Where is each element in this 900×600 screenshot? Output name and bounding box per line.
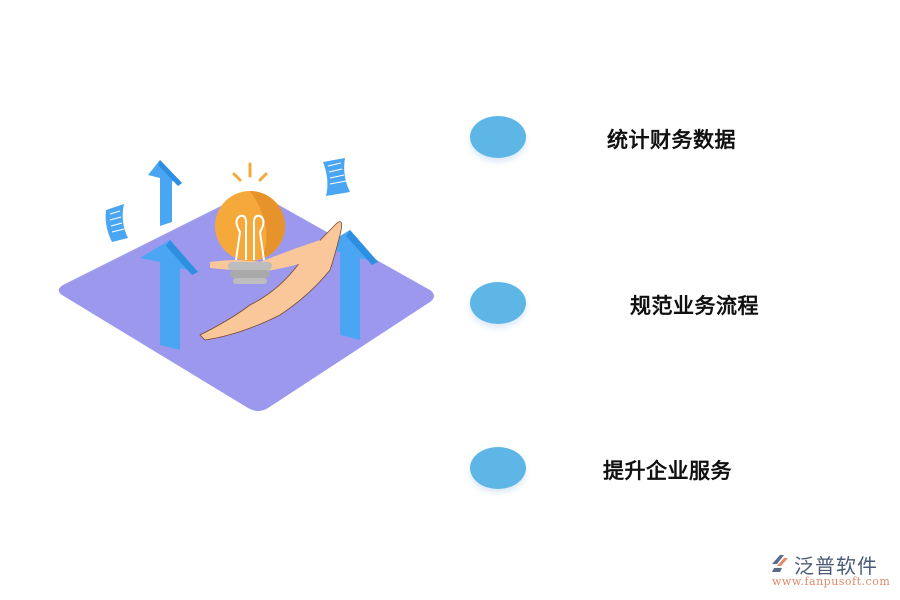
arrow-up-icon — [148, 160, 182, 226]
document-icon — [323, 158, 350, 196]
item-label: 统计财务数据 — [607, 128, 736, 152]
brand-logo: 泛普软件 www.fanpusoft.com — [770, 550, 895, 595]
item-label: 提升企业服务 — [603, 459, 732, 483]
light-bulb-icon — [215, 162, 286, 284]
list-item: 规范业务流程 — [470, 282, 870, 326]
arrow-up-icon — [320, 230, 378, 340]
list-item: 统计财务数据 — [470, 116, 870, 160]
logo-name: 泛普软件 — [794, 554, 878, 578]
bullet-dot — [470, 282, 526, 324]
logo-url: www.fanpusoft.com — [772, 575, 891, 588]
logo-mark-icon — [772, 555, 788, 572]
arrow-up-icon — [140, 240, 198, 350]
item-label: 规范业务流程 — [630, 294, 759, 318]
document-icon — [105, 204, 128, 242]
bullet-dot — [470, 116, 526, 158]
illustration — [58, 158, 434, 411]
list-item: 提升企业服务 — [470, 447, 870, 491]
bullet-dot — [470, 447, 526, 489]
